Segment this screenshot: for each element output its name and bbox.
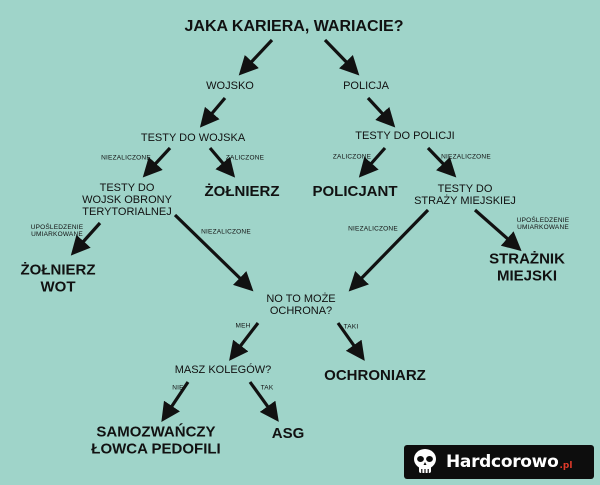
node-ochroniarz: OCHRONIARZ bbox=[324, 366, 426, 384]
node-straznik-miejski: STRAŻNIK MIEJSKI bbox=[489, 250, 565, 284]
arrow-title-to-wojsko bbox=[238, 38, 274, 76]
arrow-wojsko-to-wot bbox=[142, 146, 172, 178]
node-masz-kolegow: MASZ KOLEGÓW? bbox=[174, 363, 272, 376]
edge-label-uposledzenie-right: UPOŚLEDZENIE UMIARKOWANE bbox=[516, 216, 570, 231]
node-testy-strazy: TESTY DO STRAŻY MIEJSKIEJ bbox=[414, 182, 516, 207]
arrow-wot-to-ochrona bbox=[173, 213, 254, 292]
edge-label-niezaliczone-straz: NIEZALICZONE bbox=[348, 225, 398, 233]
node-policjant: POLICJANT bbox=[312, 182, 398, 200]
edge-label-tak: TAK bbox=[260, 384, 274, 392]
edge-label-zaliczone-policja: ZALICZONE bbox=[332, 153, 372, 161]
edge-label-nie: NIE bbox=[172, 384, 184, 392]
edge-label-taki: TAKI bbox=[343, 323, 359, 331]
node-testy-wojska: TESTY DO WOJSKA bbox=[140, 131, 246, 144]
node-asg: ASG bbox=[271, 424, 305, 442]
edge-label-niezaliczone-wojsko: NIEZALICZONE bbox=[101, 154, 151, 162]
arrow-straz-to-straznik bbox=[473, 208, 522, 252]
edge-label-niezaliczone-wot: NIEZALICZONE bbox=[201, 228, 251, 236]
node-samozwanczy: SAMOZWAŃCZY ŁOWCA PEDOFILI bbox=[91, 423, 221, 457]
arrow-title-to-policja bbox=[323, 38, 360, 76]
node-testy-wot: TESTY DO WOJSK OBRONY TERYTORIALNEJ bbox=[82, 181, 172, 219]
arrow-straz-to-ochrona bbox=[348, 208, 430, 292]
edge-label-niezaliczone-policja: NIEZALICZONE bbox=[441, 153, 491, 161]
edge-label-zaliczone-wojsko: ZALICZONE bbox=[225, 154, 265, 162]
watermark-tld: .pl bbox=[559, 461, 573, 471]
arrow-wojsko-to-zolnierz bbox=[208, 146, 236, 178]
arrow-ochrona-to-masz bbox=[229, 322, 260, 361]
watermark-name: Hardcorowo bbox=[446, 452, 559, 472]
node-policja: POLICJA bbox=[343, 79, 389, 92]
arrow-ochrona-to-ochroniarz bbox=[336, 322, 365, 361]
node-wojsko: WOJSKO bbox=[206, 79, 254, 92]
node-ochrona: NO TO MOŻE OCHRONA? bbox=[266, 292, 336, 317]
chart-title: JAKA KARIERA, WARIACIE? bbox=[184, 18, 404, 36]
watermark: Hardcorowo .pl bbox=[404, 445, 594, 479]
node-zolnierz-wot: ŻOŁNIERZ WOT bbox=[20, 261, 96, 295]
arrow-masz-to-samozwanczy bbox=[161, 381, 190, 422]
arrow-wojsko-to-testy bbox=[199, 96, 227, 128]
arrow-policja-to-testy bbox=[366, 96, 396, 128]
arrow-wot-to-zolnierz-wot bbox=[70, 221, 102, 256]
arrow-policja-to-policjant bbox=[358, 146, 387, 178]
edge-label-uposledzenie-left: UPOŚLEDZENIE UMIARKOWANE bbox=[30, 223, 84, 238]
node-zolnierz: ŻOŁNIERZ bbox=[204, 182, 280, 200]
arrow-masz-to-asg bbox=[248, 381, 279, 422]
skull-icon bbox=[414, 449, 436, 473]
arrow-policja-to-straz bbox=[426, 146, 457, 178]
edge-label-meh: MEH bbox=[235, 322, 251, 330]
node-testy-policji: TESTY DO POLICJI bbox=[355, 129, 455, 142]
